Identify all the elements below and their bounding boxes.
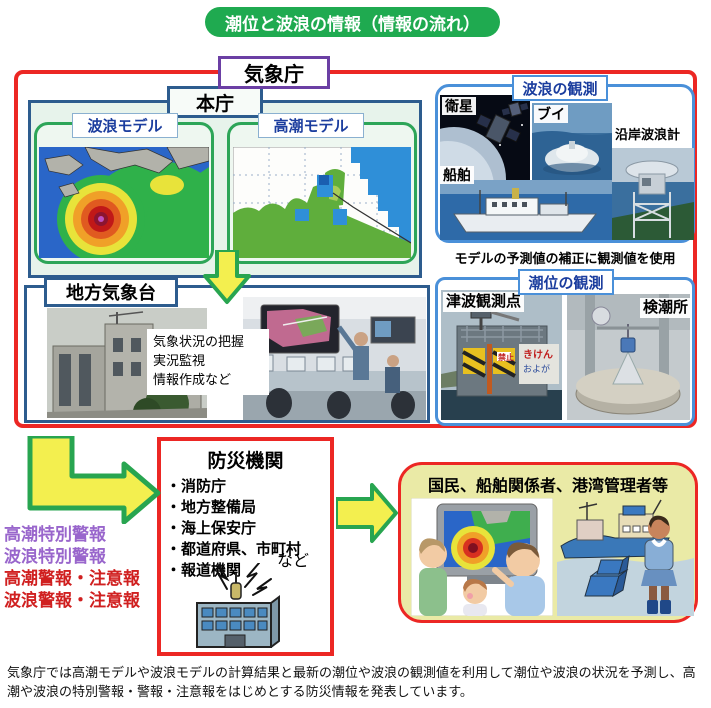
org-item: ・消防庁	[166, 478, 227, 495]
disaster-organizations-items: ・消防庁 ・地方整備局 ・海上保安庁 ・都道府県、市町村 ・報道機関	[166, 476, 330, 581]
harbor-worker-illustration	[557, 498, 694, 616]
task-line: 気象状況の把握	[153, 334, 245, 349]
surge-model-label: 高潮モデル	[258, 113, 364, 138]
etc-label: など	[277, 553, 310, 570]
coastal-wave-gauge-label: 沿岸波浪計	[612, 127, 684, 144]
disaster-organizations-box: 防災機関 ・消防庁 ・地方整備局 ・海上保安庁 ・都道府県、市町村 ・報道機関 …	[157, 437, 334, 656]
svg-text:およが: およが	[523, 363, 550, 374]
arrow-elbow-right-icon	[22, 436, 162, 524]
wave-observation-label: 波浪の観測	[512, 75, 608, 101]
task-line: 実況監視	[153, 352, 206, 368]
warning-line: 波浪特別警報	[4, 547, 106, 566]
tsunami-station-image: 禁止 きけん およが	[441, 290, 562, 420]
forecast-office-image	[243, 297, 426, 420]
org-item: ・海上保安庁	[166, 520, 257, 537]
org-item: ・報道機関	[166, 562, 242, 579]
tide-observation-label: 潮位の観測	[518, 269, 614, 295]
recipients-title: 国民、船舶関係者、港湾管理者等	[427, 478, 668, 495]
disaster-organizations-title: 防災機関	[207, 451, 284, 472]
tide-gauge-label: 検潮所	[640, 298, 692, 318]
svg-text:禁止: 禁止	[497, 352, 514, 362]
page-title: 潮位と波浪の情報（情報の流れ）	[205, 7, 500, 37]
headquarters-label: 本庁	[167, 86, 263, 118]
wave-model-label: 波浪モデル	[72, 113, 178, 138]
recipients-box: 国民、船舶関係者、港湾管理者等	[398, 462, 698, 623]
warnings-list: 高潮特別警報 波浪特別警報 高潮警報・注意報 波浪警報・注意報	[4, 524, 140, 612]
org-item: ・都道府県、市町村	[166, 541, 302, 558]
ship-image	[440, 180, 612, 240]
broadcast-building-icon	[183, 563, 303, 653]
warning-line: 波浪警報・注意報	[4, 591, 140, 610]
warning-line: 高潮特別警報	[4, 525, 106, 544]
coastal-wave-gauge-image	[612, 148, 694, 240]
footer-description: 気象庁では高潮モデルや波浪モデルの計算結果と最新の潮位や波浪の観測値を利用して潮…	[7, 665, 696, 699]
local-observatory-label: 地方気象台	[44, 277, 178, 307]
wave-model-map-image	[39, 147, 209, 258]
ship-label: 船舶	[440, 166, 474, 185]
observation-note: モデルの予測値の補正に観測値を使用	[454, 251, 676, 266]
task-line: 情報作成など	[153, 371, 232, 387]
arrow-down-icon	[202, 250, 252, 306]
buoy-label: ブイ	[534, 105, 568, 124]
surge-model-map-image	[233, 147, 411, 258]
arrow-right-icon	[336, 477, 400, 549]
tsunami-station-label: 津波観測点	[443, 292, 525, 312]
jma-label: 気象庁	[218, 56, 330, 89]
svg-text:きけん: きけん	[523, 349, 553, 361]
warning-line: 高潮警報・注意報	[4, 569, 140, 588]
org-item: ・地方整備局	[166, 499, 257, 516]
family-watching-tv-illustration	[411, 498, 553, 616]
local-observatory-tasks: 気象状況の把握 実況監視 情報作成など	[147, 329, 269, 395]
satellite-label: 衛星	[442, 97, 476, 116]
